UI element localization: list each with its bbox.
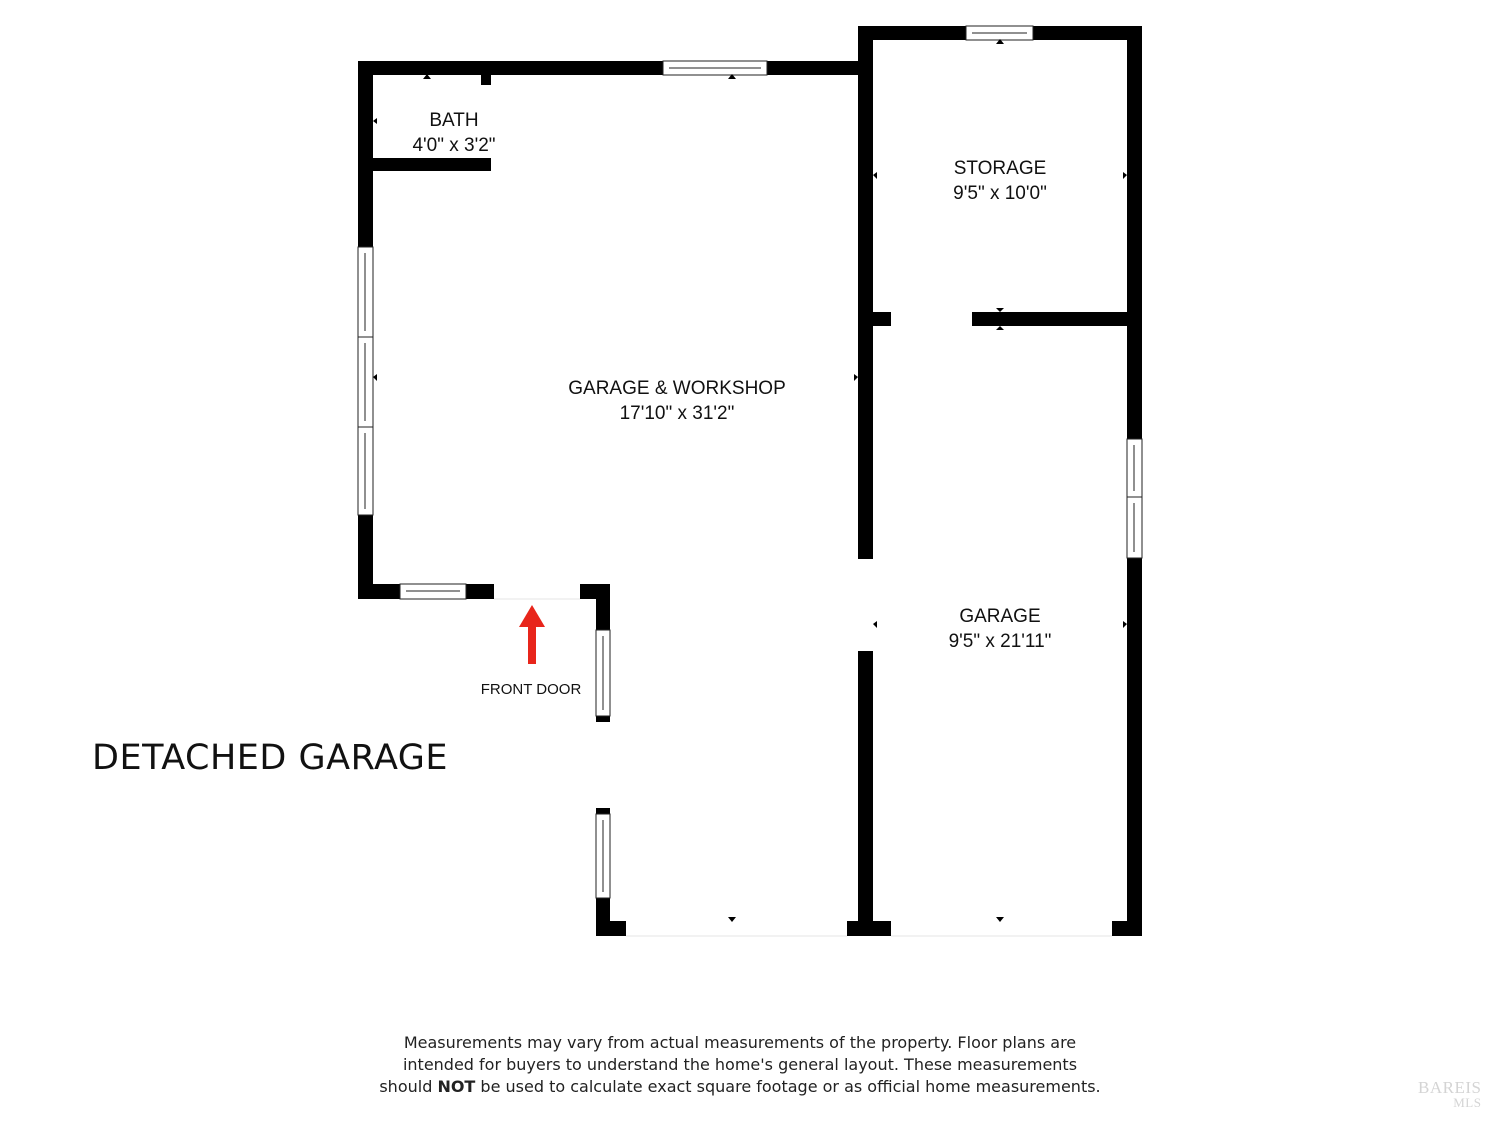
windows (357, 25, 1143, 899)
room-garage-workshop: GARAGE & WORKSHOP 17'10" x 31'2" (568, 376, 785, 426)
mls-watermark-logo: BAREIS MLS (1418, 1078, 1482, 1110)
room-dimensions: 17'10" x 31'2" (619, 403, 735, 424)
room-dimensions: 9'5" x 21'11" (948, 631, 1052, 652)
room-name: GARAGE (959, 606, 1041, 627)
openings (494, 598, 1112, 937)
front-door-arrow-icon (519, 605, 545, 664)
walls (358, 26, 1142, 936)
room-garage: GARAGE 9'5" x 21'11" (949, 604, 1052, 654)
watermark-line-1: BAREIS (1418, 1078, 1482, 1097)
front-door-label: FRONT DOOR (480, 681, 582, 698)
disclaimer-line-2: intended for buyers to understand the ho… (402, 1055, 1078, 1074)
disclaimer-text: be used to calculate exact square footag… (475, 1077, 1101, 1096)
disclaimer-line-1: Measurements may vary from actual measur… (403, 1033, 1077, 1052)
dimension-markers (373, 39, 1127, 922)
room-name: BATH (429, 110, 479, 131)
disclaimer-line-3: should NOT be used to calculate exact sq… (340, 1076, 1140, 1098)
room-bath: BATH 4'0" x 3'2" (412, 108, 495, 158)
plan-title: DETACHED GARAGE (92, 738, 449, 778)
disclaimer-emphasis: NOT (437, 1077, 476, 1096)
room-storage: STORAGE 9'5" x 10'0" (953, 156, 1047, 206)
room-name: STORAGE (953, 158, 1047, 179)
watermark-line-2: MLS (1453, 1095, 1482, 1110)
disclaimer-text: should (379, 1077, 438, 1096)
room-dimensions: 9'5" x 10'0" (953, 183, 1047, 204)
room-name: GARAGE & WORKSHOP (568, 378, 786, 399)
room-dimensions: 4'0" x 3'2" (412, 135, 496, 156)
disclaimer: Measurements may vary from actual measur… (340, 1032, 1140, 1098)
